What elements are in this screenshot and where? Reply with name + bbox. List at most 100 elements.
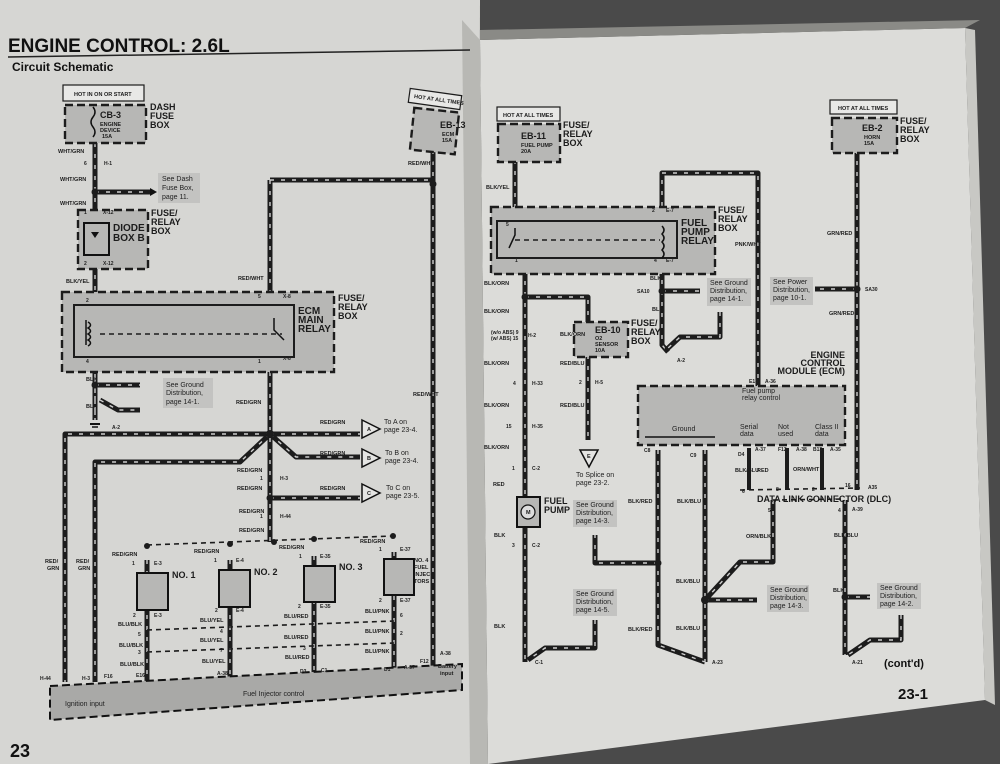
ref-text: Distribution, [880,593,917,600]
wire-stripe [94,433,271,682]
wire-color-label: BLU/PNK [365,629,389,635]
ecm-left: Ignition input Fuel Injector control Bat… [49,662,463,722]
connector-arrow-c[interactable]: C To C on page 23-5. [361,482,420,504]
ground-ref-14-3a[interactable]: See Ground Distribution, page 14-3. [573,500,617,527]
fuse-desc: O2 [595,336,602,342]
pin-label: H-33 [532,381,543,387]
pin-label: E-3 [154,561,162,567]
pin-label: 16 [845,483,851,489]
ground-ref-14-2[interactable]: See Ground Distribution, page 14-2. [877,583,921,609]
pin-label: E-4 [236,608,244,614]
wire-color-label: BLU/RED [284,635,308,641]
wire-color-label: RED/BLU [560,403,584,409]
pin-label: 2 [298,604,301,610]
spine-shadow [462,20,488,764]
pin-label: E16 [136,673,145,679]
pin-label: X-8 [283,356,291,362]
ecm-right: ENGINE CONTROL MODULE (ECM) Fuel pump re… [636,350,847,447]
pin-label: 3 [512,543,515,549]
location-label: BOX [151,226,171,236]
splice-arrow-e[interactable]: E To Splice on page 23-2. [576,449,614,487]
wire-color-label: GRN [47,566,59,572]
power-ref-10-1[interactable]: See Power Distribution, page 10-1. [770,277,813,305]
wire-stripe [704,500,774,601]
ecm-title: MODULE (ECM) [778,366,846,376]
wire-color-label: BLK/BLU [677,499,701,505]
page-edges [965,28,995,705]
wire-color-label: BLU/BLK [118,622,142,628]
wire-color-label: BLK/ORN [484,281,509,287]
wire-color-label: RED/ [45,559,59,565]
wire-color-label: BLK/ORN [484,361,509,367]
wire-stripe [661,172,759,390]
connector-arrow-a[interactable]: A To A on page 23-4. [361,418,418,440]
component-name: PUMP [681,227,710,238]
location-label: RELAY [718,214,748,224]
arrow-letter: B [367,456,371,462]
pin-label: 2 [86,298,89,304]
wire-color-label: RED/WHT [413,392,439,398]
ground-distribution-reference[interactable] [163,378,213,408]
fuse-eb11: EB-11 FUEL PUMP 20A [496,122,562,164]
wire-color-label: RED/GRN [279,545,304,551]
ref-text: page 10-1. [773,295,807,302]
ground-ref-14-3b[interactable]: See Ground Distribution, page 14-3. [767,585,809,612]
relay-switch-icon [508,228,516,249]
location-label: BOX [718,223,738,233]
wire-color-label: BLU/BLK [119,643,143,649]
wire-color-label: RED/ [76,559,90,565]
ecm-pin-function: Class II [815,424,838,431]
wire-color-label: GRN/RED [827,231,852,237]
ref-text: Distribution, [770,595,807,602]
ref-text: page 14-3. [770,603,804,610]
dash-fuse-reference[interactable] [158,173,200,203]
wire-stripe [844,500,902,656]
page-number-left: 23 [10,741,30,761]
wire-color-label: RED/GRN [236,400,261,406]
wire-color-label: BLK/ORN [484,445,509,451]
pin-label: E-37 [400,547,411,553]
location-label: RELAY [563,129,593,139]
fuse-desc: ECM [442,132,455,138]
component-name: FUEL [544,496,568,506]
wire-stripe [525,296,589,440]
wire-color-label: BLK/BLU [735,468,759,474]
arrow-text: page 23-4. [384,427,418,434]
pin-label: F12 [778,447,787,453]
ground-ref-14-1[interactable]: See Ground Distribution, page 14-1. [707,278,751,306]
ref-text: See Ground [710,280,748,287]
continued-label: (cont'd) [884,658,924,670]
wire-stripe [594,450,706,663]
connector-arrow-b[interactable]: B To B on page 23-4. [361,447,419,469]
location-label: DASH [150,102,176,112]
wire-color-label: RED/GRN [112,552,137,558]
pin-label: D4 [738,452,745,458]
pin-label: A-2 [677,358,685,364]
hot-in-on-or-start-label [62,84,145,102]
wire-color-label: WHT/GRN [58,149,84,155]
hot-at-all-times-label [829,99,898,115]
pin-label: E13 [749,379,758,385]
pin-label: A35 [868,485,877,491]
location-label: BOX [900,134,920,144]
injector-3 [303,565,336,603]
pin-label: C-2 [532,466,540,472]
fuse-desc: SENSOR [595,342,618,348]
ref-text: See Ground [880,585,918,592]
pin-label: H-35 [532,424,543,430]
arrow-text: To B on [385,450,409,457]
injectors: NO. 1 NO. 2 NO. 3 NO. 4 FUEL INJEC- TORS [136,558,432,611]
ground-ref-14-5[interactable]: See Ground Distribution, page 14-5. [573,589,617,616]
ref-text: page 14-3. [576,518,610,525]
pin-label: H-3 [82,676,90,682]
wire-stripe [95,384,140,411]
wire-color-label: RED/GRN [320,451,345,457]
relay-switch-icon [273,318,285,341]
component-name: ECM [298,306,320,317]
wire-color-label: BLU/BLK [120,662,144,668]
arrow-letter: C [367,491,371,497]
injector-2 [218,569,251,608]
